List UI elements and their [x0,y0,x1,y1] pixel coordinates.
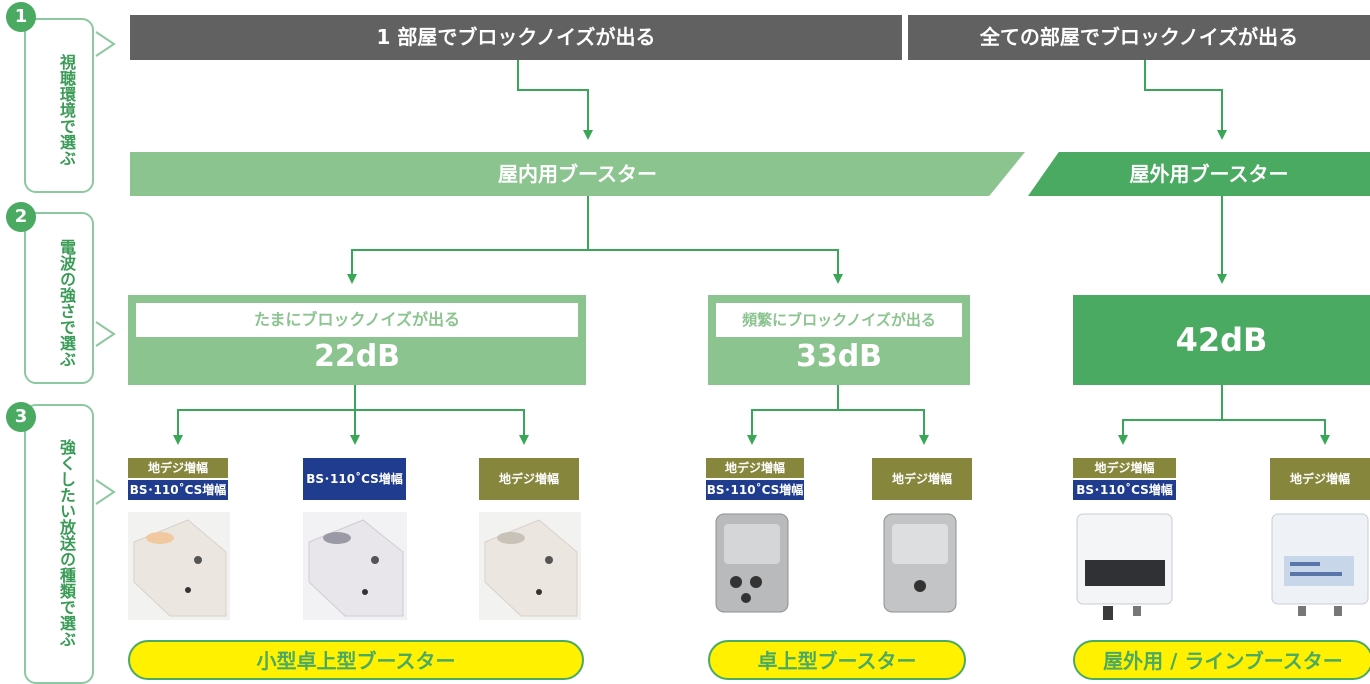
step-3-label: 強くしたい放送の種類で選ぶ [57,439,76,647]
tag-bs-cs: BS･110˚CS増幅 [1073,480,1176,500]
level-33db: 頻繁にブロックノイズが出る 33dB [708,295,970,385]
indoor-booster-band: 屋内用ブースター [130,152,1025,196]
level-42db-value: 42dB [1175,321,1268,359]
outdoor-booster-terrestrial-image [1271,513,1369,616]
category-small-desktop-booster: 小型卓上型ブースター [128,640,584,680]
step-1-box [24,18,94,193]
level-33db-value: 33dB [795,339,883,374]
desktop-booster-image [715,513,789,613]
step-2-arrow-icon [95,321,116,347]
condition-one-room: 1 部屋でブロックノイズが出る [130,15,902,60]
tag-bs-cs: BS･110˚CS増幅 [303,458,406,500]
step-2-label: 電波の強さで選ぶ [57,239,76,367]
step-1-number: 1 [6,2,36,32]
category-desktop-booster: 卓上型ブースター [708,640,966,680]
level-22db-note: たまにブロックノイズが出る [136,303,578,337]
outdoor-booster-band: 屋外用ブースター [1028,152,1370,196]
level-22db: たまにブロックノイズが出る 22dB [128,295,586,385]
tag-terrestrial: 地デジ増幅 [479,458,579,500]
tag-terrestrial: 地デジ増幅 [872,458,972,500]
tag-terrestrial: 地デジ増幅 [1073,458,1176,478]
step-1-label: 視聴環境で選ぶ [57,54,76,166]
small-desktop-booster-image [128,512,230,620]
level-33db-note: 頻繁にブロックノイズが出る [716,303,962,337]
step-3-box [24,404,94,684]
tag-terrestrial: 地デジ増幅 [128,458,228,478]
tag-bs-cs: BS･110˚CS増幅 [128,480,228,500]
level-42db: 42dB [1073,295,1370,385]
tag-terrestrial: 地デジ増幅 [1270,458,1370,500]
tag-terrestrial: 地デジ増幅 [706,458,804,478]
level-22db-value: 22dB [313,339,401,374]
category-outdoor-line-booster: 屋外用 / ラインブースター [1073,640,1370,680]
small-desktop-booster-terrestrial-image [479,512,581,620]
step-2-box [24,212,94,384]
step-3-number: 3 [6,402,36,432]
tag-bs-cs: BS･110˚CS増幅 [706,480,804,500]
small-desktop-booster-bs-image [303,512,407,620]
step-1-arrow-icon [95,31,116,57]
condition-all-rooms: 全ての部屋でブロックノイズが出る [908,15,1370,60]
step-2-number: 2 [6,202,36,232]
outdoor-booster-image [1076,513,1173,620]
desktop-booster-terrestrial-image [883,513,957,613]
step-3-arrow-icon [95,479,116,505]
